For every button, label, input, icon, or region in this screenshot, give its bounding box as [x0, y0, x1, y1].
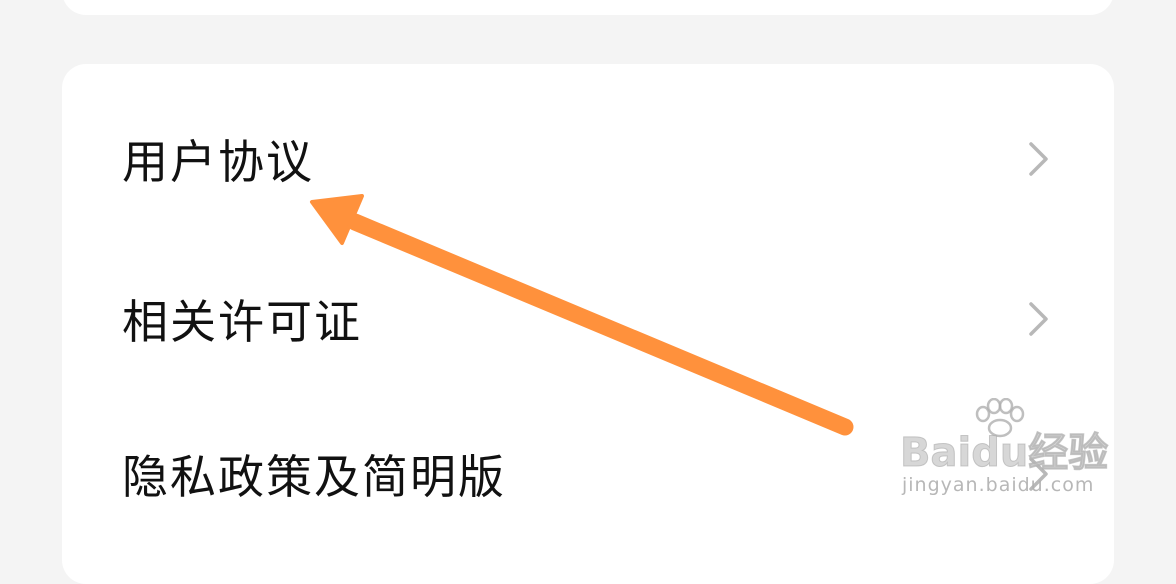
menu-item-licenses[interactable]: 相关许可证: [62, 254, 1114, 384]
menu-item-label: 用户协议: [122, 135, 314, 189]
settings-card-top: [62, 0, 1114, 15]
menu-item-label: 隐私政策及简明版: [122, 450, 506, 504]
chevron-right-icon: [1029, 142, 1048, 176]
menu-item-label: 相关许可证: [122, 295, 362, 349]
menu-item-user-agreement[interactable]: 用户协议: [62, 94, 1114, 224]
settings-card: 用户协议 相关许可证 隐私政策及简明版: [62, 64, 1114, 584]
chevron-right-icon: [1029, 302, 1048, 336]
chevron-right-icon: [1029, 457, 1048, 491]
menu-item-privacy-policy[interactable]: 隐私政策及简明版: [62, 409, 1114, 539]
